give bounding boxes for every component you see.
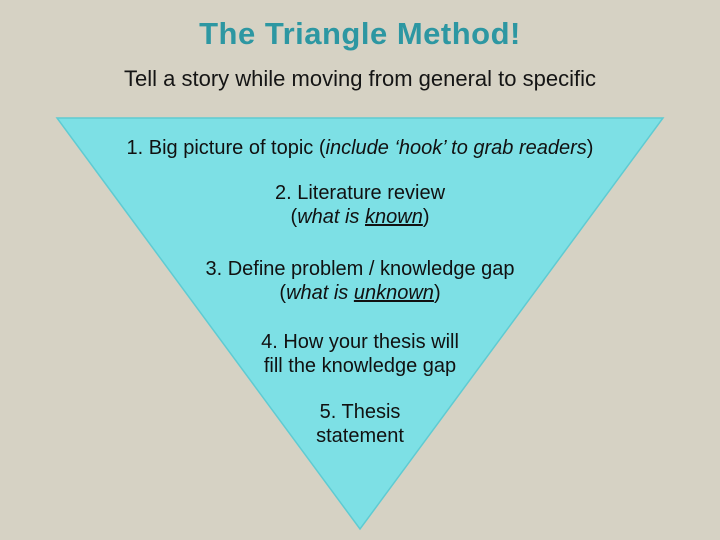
level2-heading: 2. Literature review	[274, 182, 446, 204]
triangle-level-4-line-2: fill the knowledge gap	[0, 354, 720, 378]
slide-subtitle: Tell a story while moving from general t…	[124, 66, 596, 91]
level3-heading: 3. Define problem / knowledge gap	[205, 258, 515, 280]
level3-paren-open: (	[279, 282, 287, 304]
level2-italic: what is	[297, 206, 365, 228]
level3-paren-close: )	[433, 282, 441, 304]
level5-line2: statement	[316, 425, 404, 447]
slide-title: The Triangle Method!	[199, 16, 521, 51]
level4-line1: 4. How your thesis will	[261, 331, 459, 353]
triangle-level-2-line-2: (what is known)	[0, 205, 720, 229]
triangle-level-5-line-2: statement	[0, 424, 720, 448]
triangle-level-4-line-1: 4. How your thesis will	[0, 330, 720, 354]
triangle-level-3-line-2: (what is unknown)	[0, 281, 720, 305]
level1-prefix: 1. Big picture of topic (	[126, 137, 326, 159]
level1-suffix: )	[586, 137, 594, 159]
level4-line2: fill the knowledge gap	[263, 355, 457, 377]
level2-underlined: known	[365, 206, 423, 228]
level3-italic: what is	[286, 282, 354, 304]
level2-paren-open: (	[290, 206, 298, 228]
level1-italic: include ‘hook’ to grab readers	[325, 137, 587, 159]
triangle-level-3-line-1: 3. Define problem / knowledge gap	[0, 257, 720, 281]
level3-underlined: unknown	[353, 282, 434, 304]
level5-line1: 5. Thesis	[319, 401, 401, 423]
triangle-level-1: 1. Big picture of topic (include ‘hook’ …	[0, 136, 720, 160]
triangle-level-2-line-1: 2. Literature review	[0, 181, 720, 205]
level2-paren-close: )	[422, 206, 430, 228]
triangle-level-5-line-1: 5. Thesis	[0, 400, 720, 424]
